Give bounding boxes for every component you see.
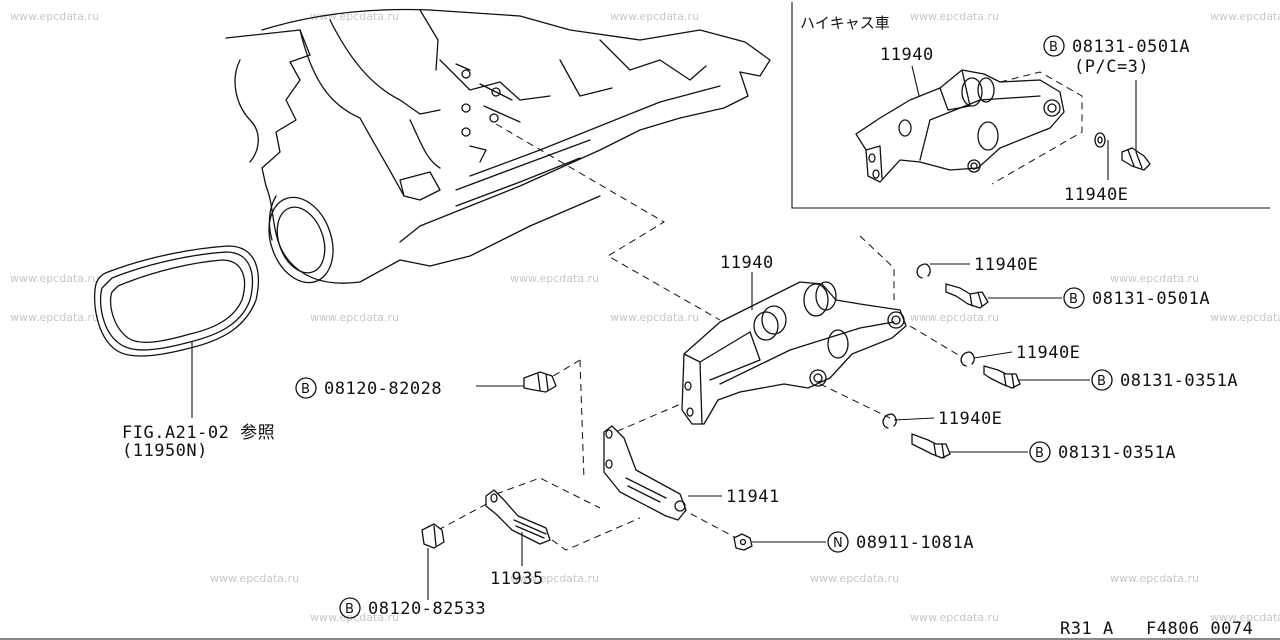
bolt-symbol: B xyxy=(345,602,354,617)
watermark-layer: www.epcdata.ru www.epcdata.ru www.epcdat… xyxy=(10,10,1280,624)
watermark: www.epcdata.ru xyxy=(10,10,99,23)
inset-bolt-label: 08131-0501A xyxy=(1072,37,1190,57)
watermark: www.epcdata.ru xyxy=(910,611,999,624)
inset-washer-label: 11940E xyxy=(1064,185,1128,205)
watermark: www.epcdata.ru xyxy=(1210,10,1280,23)
inset-bracket-drawing xyxy=(855,69,1065,183)
bolt-icon xyxy=(945,283,989,309)
stay-label: 11941 xyxy=(726,487,780,507)
washer-label: 11940E xyxy=(974,255,1038,275)
bolt-symbol: B xyxy=(1049,40,1058,55)
watermark: www.epcdata.ru xyxy=(610,10,699,23)
watermark: www.epcdata.ru xyxy=(10,272,99,285)
watermark: www.epcdata.ru xyxy=(310,10,399,23)
engine-block-drawing xyxy=(225,8,771,284)
stay-drawing xyxy=(603,425,687,521)
watermark: www.epcdata.ru xyxy=(610,311,699,324)
watermark: www.epcdata.ru xyxy=(910,10,999,23)
bolt-label: 08120-82028 xyxy=(324,379,442,399)
washer-icon xyxy=(916,263,931,279)
model-code: R31 A xyxy=(1060,619,1114,639)
watermark: www.epcdata.ru xyxy=(1110,572,1199,585)
watermark: www.epcdata.ru xyxy=(510,272,599,285)
bolt-icon xyxy=(983,365,1021,389)
watermark: www.epcdata.ru xyxy=(1210,611,1280,624)
bolt-label: 08131-0351A xyxy=(1058,443,1176,463)
main-bracket-drawing xyxy=(681,281,907,425)
adjust-bar-label: 11935 xyxy=(490,569,544,589)
inset-panel: ハイキャス車 11940 xyxy=(791,2,1270,209)
watermark: www.epcdata.ru xyxy=(10,311,99,324)
bolt-symbol: B xyxy=(1035,446,1044,461)
bracket-label: 11940 xyxy=(720,253,774,273)
bolt-label: 08131-0351A xyxy=(1120,371,1238,391)
watermark: www.epcdata.ru xyxy=(1110,272,1199,285)
washer-label: 11940E xyxy=(1016,343,1080,363)
watermark: www.epcdata.ru xyxy=(310,311,399,324)
figure-code: F4806 0074 xyxy=(1146,619,1253,639)
bolt-symbol: B xyxy=(1097,374,1106,389)
watermark: www.epcdata.ru xyxy=(510,572,599,585)
nut-label: 08911-1081A xyxy=(856,533,974,553)
labels: 11940 11940E B 08131-0501A 11940E B 0813… xyxy=(122,253,1238,619)
footer: R31 A F4806 0074 xyxy=(0,619,1280,640)
nut-icon xyxy=(733,533,753,551)
bolt-symbol: B xyxy=(301,382,310,397)
inset-title: ハイキャス車 xyxy=(800,14,890,32)
watermark: www.epcdata.ru xyxy=(210,572,299,585)
inset-washer-icon xyxy=(1094,132,1106,148)
washer-icon xyxy=(882,413,897,429)
bolt-label: 08120-82533 xyxy=(368,599,486,619)
washer-icon xyxy=(960,351,975,367)
drive-belt-drawing xyxy=(93,245,259,357)
watermark: www.epcdata.ru xyxy=(910,311,999,324)
fig-reference: FIG.A21-02 参照 xyxy=(122,423,275,443)
fig-reference-part: (11950N) xyxy=(122,441,208,461)
bolt-icon xyxy=(421,523,445,549)
bolt-icon xyxy=(911,433,951,459)
inset-bolt-qty: (P/C=3) xyxy=(1074,57,1149,77)
bolt-icon xyxy=(523,371,557,393)
leader-lines xyxy=(191,263,1090,600)
inset-part-label: 11940 xyxy=(880,45,934,65)
nut-symbol: N xyxy=(833,536,843,551)
bolt-symbol: B xyxy=(1069,292,1078,307)
watermark: www.epcdata.ru xyxy=(810,572,899,585)
inset-bolt-icon xyxy=(1121,147,1151,171)
adjust-bar-drawing xyxy=(485,489,551,545)
main-hardware-drawing xyxy=(421,263,1021,551)
bolt-label: 08131-0501A xyxy=(1092,289,1210,309)
washer-label: 11940E xyxy=(938,409,1002,429)
watermark: www.epcdata.ru xyxy=(1210,311,1280,324)
